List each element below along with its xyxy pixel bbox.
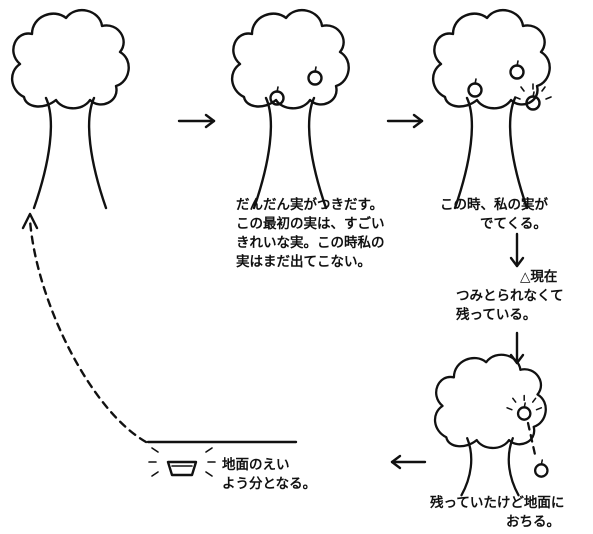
tree-stage-1 bbox=[12, 10, 129, 208]
caption-line: でてくる。 bbox=[480, 216, 547, 232]
caption-stage-6: 地面のえい よう分となる。 bbox=[222, 456, 316, 494]
caption-stage-4: △現在 つみとられなくて 残っている。 bbox=[456, 268, 564, 325]
caption-line: よう分となる。 bbox=[222, 476, 317, 492]
arrow-5-to-6 bbox=[390, 454, 427, 470]
fruit-icon bbox=[307, 65, 323, 86]
caption-line: 地面のえい bbox=[222, 457, 290, 473]
caption-stage-3: この時、私の実が でてくる。 bbox=[440, 196, 548, 234]
arrow-2-to-3 bbox=[386, 113, 424, 129]
caption-line: つみとられなくて bbox=[456, 288, 564, 304]
caption-line: この最初の実は、すごい bbox=[236, 216, 385, 232]
caption-line: この時、私の実が bbox=[440, 197, 548, 213]
caption-line: おちる。 bbox=[506, 514, 560, 530]
arrow-1-to-2 bbox=[177, 113, 216, 129]
caption-line: 残っていたけど地面に bbox=[430, 495, 565, 511]
tree-stage-3 bbox=[433, 10, 552, 208]
ground-stage-6 bbox=[146, 440, 298, 477]
caption-line: 残っている。 bbox=[456, 307, 537, 323]
caption-line: きれいな実。この時私の bbox=[236, 235, 385, 251]
arrow-6-to-1-dashed bbox=[21, 212, 148, 444]
caption-line: △現在 bbox=[520, 269, 558, 285]
falling-fruit-icon bbox=[533, 458, 549, 478]
fruit-icon bbox=[509, 59, 525, 80]
caption-stage-2: だんだん実がつきだす。 この最初の実は、すごい きれいな実。この時私の 実はまだ… bbox=[236, 196, 385, 272]
caption-line: 実はまだ出てこない。 bbox=[236, 254, 371, 270]
my-fruit-icon bbox=[516, 401, 532, 421]
tree-stage-5 bbox=[433, 353, 549, 497]
arrow-3-to-4 bbox=[509, 232, 525, 268]
caption-stage-5: 残っていたけど地面に おちる。 bbox=[430, 494, 564, 532]
caption-line: だんだん実がつきだす。 bbox=[236, 197, 384, 213]
tree-stage-2 bbox=[232, 10, 349, 208]
fruit-icon bbox=[467, 77, 483, 98]
